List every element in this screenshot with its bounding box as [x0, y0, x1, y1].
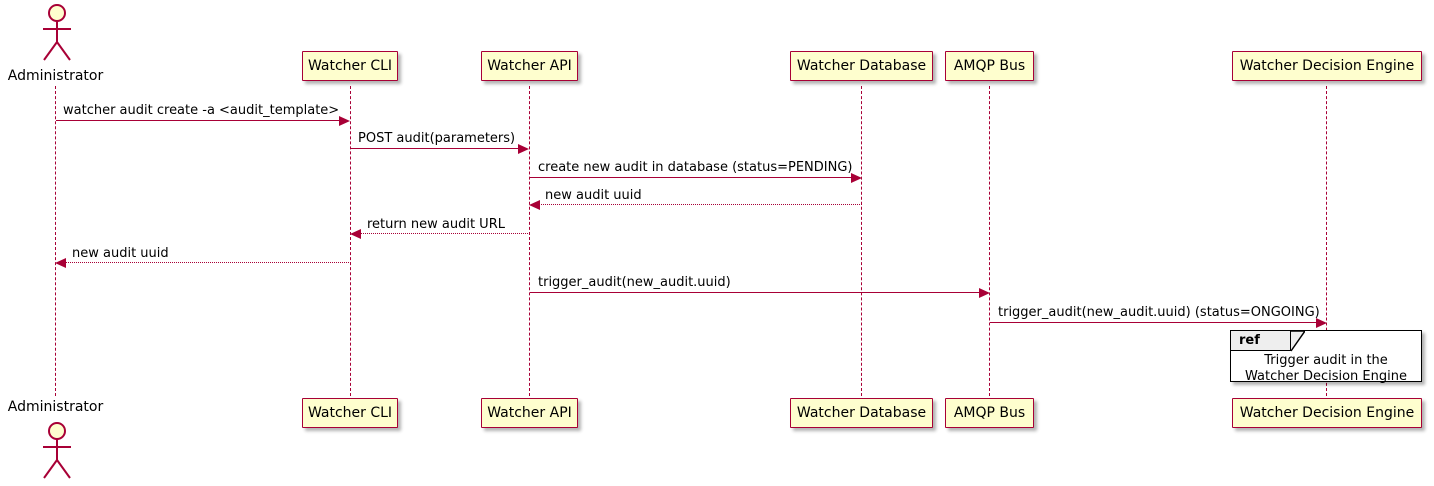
participant-watcher-database-top[interactable]: Watcher Database: [790, 51, 933, 81]
message-line-3: [530, 177, 854, 178]
actor-administrator-bottom-label: Administrator: [7, 399, 104, 415]
message-arrowhead-7: [979, 288, 990, 298]
participant-watcher-api-top[interactable]: Watcher API: [481, 51, 578, 81]
ref-fragment-tab: ref: [1231, 331, 1291, 351]
ref-fragment-line-1: Trigger audit in the: [1264, 353, 1388, 368]
ref-fragment: ref Trigger audit in the Watcher Decisio…: [1230, 330, 1422, 385]
message-arrowhead-1: [339, 116, 350, 126]
message-arrowhead-8: [1316, 318, 1327, 328]
ref-fragment-body: Trigger audit in the Watcher Decision En…: [1231, 353, 1421, 385]
message-label-6: new audit uuid: [72, 246, 169, 261]
message-label-5: return new audit URL: [367, 217, 505, 232]
message-label-1: watcher audit create -a <audit_template>: [63, 103, 340, 118]
participant-amqp-bus-bottom[interactable]: AMQP Bus: [945, 398, 1034, 428]
participant-watcher-decision-engine-top[interactable]: Watcher Decision Engine: [1232, 51, 1422, 81]
ref-fragment-tab-label: ref: [1239, 333, 1260, 348]
message-line-2: [351, 148, 521, 149]
message-arrowhead-2: [518, 144, 529, 154]
participant-watcher-api-bottom[interactable]: Watcher API: [481, 398, 578, 428]
lifeline-decision: [1326, 86, 1327, 396]
message-arrowhead-6: [55, 258, 66, 268]
message-arrowhead-4: [529, 200, 540, 210]
message-line-5: [360, 233, 530, 234]
actor-administrator-top-icon: [43, 4, 71, 61]
ref-fragment-line-2: Watcher Decision Engine: [1245, 369, 1407, 384]
message-line-7: [530, 292, 982, 293]
lifeline-amqp: [989, 86, 990, 396]
message-label-2: POST audit(parameters): [358, 131, 516, 146]
participant-watcher-cli-bottom[interactable]: Watcher CLI: [302, 398, 398, 428]
message-label-7: trigger_audit(new_audit.uuid): [538, 275, 731, 290]
message-label-4: new audit uuid: [545, 188, 642, 203]
lifeline-api: [529, 86, 530, 396]
participant-watcher-decision-engine-bottom[interactable]: Watcher Decision Engine: [1232, 398, 1422, 428]
message-label-8: trigger_audit(new_audit.uuid) (status=ON…: [998, 305, 1320, 320]
message-line-4: [538, 204, 862, 205]
lifeline-cli: [350, 86, 351, 396]
lifeline-db: [861, 86, 862, 396]
message-label-3: create new audit in database (status=PEN…: [538, 160, 853, 175]
participant-watcher-cli-top[interactable]: Watcher CLI: [302, 51, 398, 81]
message-line-6: [65, 262, 351, 263]
message-arrowhead-3: [851, 173, 862, 183]
actor-administrator-bottom-icon: [43, 422, 71, 479]
participant-watcher-database-bottom[interactable]: Watcher Database: [790, 398, 933, 428]
ref-fragment-tab-corner-icon: [1291, 331, 1305, 352]
actor-administrator-top-label: Administrator: [7, 68, 104, 84]
lifeline-administrator: [55, 86, 56, 396]
message-line-1: [56, 120, 342, 121]
message-line-8: [990, 322, 1319, 323]
message-arrowhead-5: [350, 229, 361, 239]
participant-amqp-bus-top[interactable]: AMQP Bus: [945, 51, 1034, 81]
